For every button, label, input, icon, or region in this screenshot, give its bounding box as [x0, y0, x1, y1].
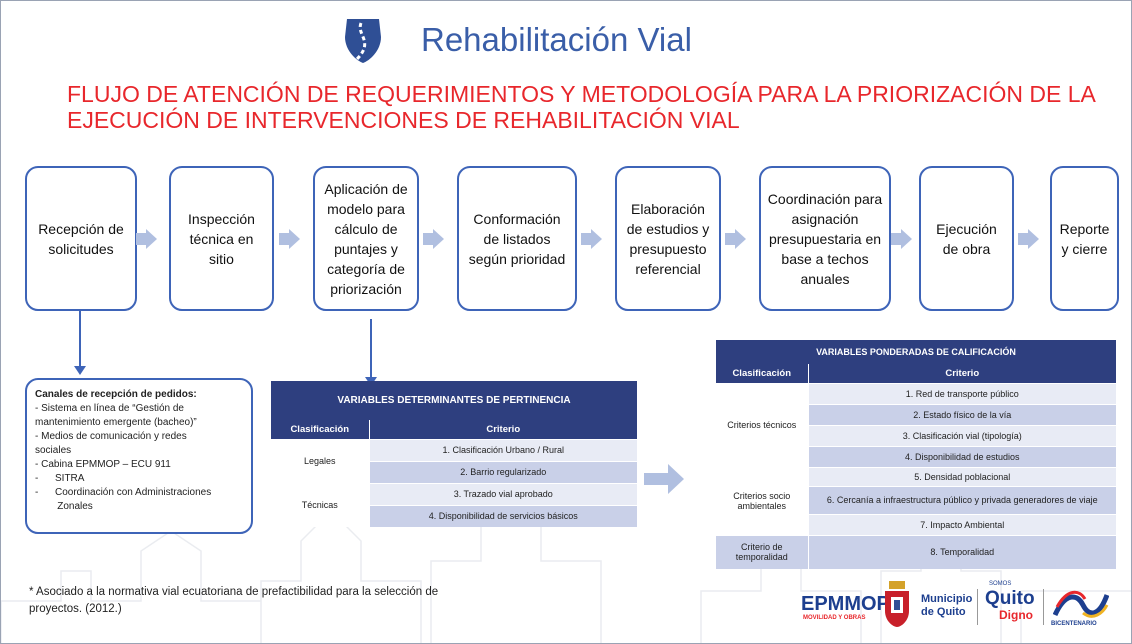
- col-header-criterio: Criterio: [807, 364, 1116, 383]
- connector-line: [370, 319, 372, 379]
- arrow-right-icon: [279, 229, 300, 249]
- channel-line: - Medios de comunicación y redes: [35, 431, 187, 442]
- criterion-cell: 2. Barrio regularizado: [368, 460, 637, 483]
- criterion-cell: 7. Impacto Ambiental: [807, 513, 1116, 535]
- bicentenario-logo-icon: [1053, 590, 1109, 618]
- step-inspeccion: Inspección técnica en sitio: [169, 166, 274, 311]
- logo-separator: [1043, 589, 1044, 625]
- channel-line: - SITRA: [35, 473, 85, 484]
- municipio-logo: Municipio de Quito: [921, 593, 972, 619]
- criterion-cell: 5. Densidad poblacional: [807, 466, 1116, 486]
- criterion-cell: 4. Disponibilidad de servicios básicos: [368, 504, 637, 527]
- arrow-right-icon: [136, 229, 157, 249]
- epmmop-logo-subtitle: MOVILIDAD Y OBRAS: [803, 615, 866, 621]
- step-reporte: Reporte y cierre: [1050, 166, 1119, 311]
- step-label: Aplicación de modelo para cálculo de pun…: [324, 180, 408, 297]
- channel-line: - Sistema en línea de “Gestión de: [35, 403, 184, 414]
- group-label: Legales: [271, 439, 369, 483]
- arrow-right-icon: [725, 229, 746, 249]
- group-label: Criterio de temporalidad: [716, 534, 808, 569]
- step-label: Coordinación para asignación presupuesta…: [767, 190, 883, 287]
- col-header-criterio: Criterio: [368, 420, 637, 439]
- criterion-cell: 6. Cercanía a infraestructura público y …: [807, 485, 1116, 514]
- footnote: * Asociado a la normativa vial ecuatoria…: [29, 586, 439, 615]
- col-header-clasificacion: Clasificación: [271, 420, 369, 439]
- page-title: Rehabilitación Vial: [421, 21, 692, 58]
- step-conformacion: Conformación de listados según prioridad: [457, 166, 577, 311]
- table-pertinencia: VARIABLES DETERMINANTES DE PERTINENCIA C…: [271, 381, 637, 527]
- group-label: Técnicas: [271, 483, 369, 527]
- col-header-clasificacion: Clasificación: [716, 364, 808, 383]
- step-aplicacion-modelo: Aplicación de modelo para cálculo de pun…: [313, 166, 419, 311]
- arrow-right-icon: [1018, 229, 1039, 249]
- group-label: Criterios técnicos: [716, 383, 808, 467]
- channel-line: - Coordinación con Administraciones: [35, 487, 212, 498]
- logos-bar: EPMMOP MOVILIDAD Y OBRAS Municipio de Qu…: [799, 577, 1119, 631]
- quito-logo: Quito: [985, 588, 1035, 609]
- criterion-cell: 3. Trazado vial aprobado: [368, 482, 637, 505]
- channel-line: mantenimiento emergente (bacheo)”: [35, 417, 197, 428]
- step-ejecucion: Ejecución de obra: [919, 166, 1014, 311]
- arrow-right-icon: [423, 229, 444, 249]
- step-label: Ejecución de obra: [936, 220, 997, 257]
- criterion-cell: 1. Clasificación Urbano / Rural: [368, 438, 637, 461]
- step-elaboracion: Elaboración de estudios y presupuesto re…: [615, 166, 721, 311]
- arrow-right-icon: [581, 229, 602, 249]
- table-title: VARIABLES PONDERADAS DE CALIFICACIÓN: [716, 340, 1116, 364]
- municipio-line: Municipio: [921, 593, 973, 605]
- page-subtitle: FLUJO DE ATENCIÓN DE REQUERIMIENTOS Y ME…: [67, 81, 1095, 133]
- step-coordinacion: Coordinación para asignación presupuesta…: [759, 166, 891, 311]
- channels-title: Canales de recepción de pedidos:: [35, 389, 197, 400]
- arrow-right-icon: [644, 464, 684, 494]
- channels-box: Canales de recepción de pedidos: - Siste…: [25, 378, 253, 534]
- road-logo-icon: [345, 19, 381, 63]
- epmmop-logo: EPMMOP: [801, 593, 890, 615]
- arrow-down-icon: [74, 366, 86, 375]
- coat-of-arms-icon: [885, 581, 909, 627]
- channel-line: Zonales: [35, 501, 93, 512]
- quito-logo-tagline: Digno: [999, 608, 1033, 622]
- step-label: Inspección técnica en sitio: [188, 210, 255, 267]
- criterion-cell: 1. Red de transporte público: [807, 382, 1116, 404]
- arrow-right-icon: [891, 229, 912, 249]
- step-label: Elaboración de estudios y presupuesto re…: [626, 200, 710, 277]
- channel-line: sociales: [35, 445, 72, 456]
- table-title: VARIABLES DETERMINANTES DE PERTINENCIA: [271, 381, 637, 420]
- step-label: Recepción de solicitudes: [38, 220, 124, 257]
- step-recepcion: Recepción de solicitudes: [25, 166, 137, 311]
- step-label: Conformación de listados según prioridad: [468, 210, 566, 267]
- logo-separator: [977, 589, 978, 625]
- criterion-cell: 3. Clasificación vial (tipología): [807, 424, 1116, 446]
- group-label: Criterios socio ambientales: [716, 467, 808, 535]
- criterion-cell: 2. Estado físico de la vía: [807, 403, 1116, 425]
- connector-line: [79, 311, 81, 367]
- bicentenario-logo-text: BICENTENARIO: [1051, 621, 1097, 627]
- step-label: Reporte y cierre: [1059, 220, 1110, 257]
- criterion-cell: 4. Disponibilidad de estudios: [807, 445, 1116, 467]
- quito-logo-small-text: SOMOS: [989, 581, 1012, 587]
- municipio-line: de Quito: [921, 606, 966, 618]
- criterion-cell: 8. Temporalidad: [807, 534, 1116, 569]
- channel-line: - Cabina EPMMOP – ECU 911: [35, 459, 171, 470]
- table-ponderadas: VARIABLES PONDERADAS DE CALIFICACIÓN Cla…: [716, 340, 1116, 569]
